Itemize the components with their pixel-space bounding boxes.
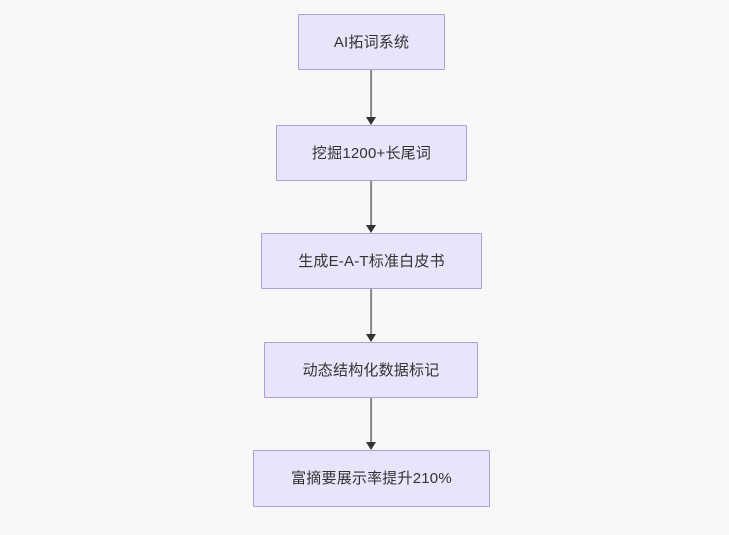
flow-node-5[interactable]: 富摘要展示率提升210% [253, 450, 490, 507]
flow-node-3-label: 生成E-A-T标准白皮书 [298, 252, 445, 270]
flow-node-1-label: AI拓词系统 [333, 33, 410, 51]
flow-edge-4-arrowhead [366, 442, 376, 450]
flow-node-5-label: 富摘要展示率提升210% [291, 470, 452, 487]
flow-node-3[interactable]: 生成E-A-T标准白皮书 [261, 233, 482, 289]
flow-edge-2-line [370, 181, 372, 225]
flow-edge-3-arrowhead [366, 334, 376, 342]
flow-edge-1-arrowhead [366, 117, 376, 125]
flow-edge-1-line [370, 70, 372, 117]
flow-edge-2-arrowhead [366, 225, 376, 233]
flow-node-2[interactable]: 挖掘1200+长尾词 [276, 125, 467, 181]
flow-node-2-label: 挖掘1200+长尾词 [311, 144, 432, 162]
flow-node-4-label: 动态结构化数据标记 [302, 361, 440, 379]
flow-edge-4-line [370, 398, 372, 442]
flow-edge-3-line [370, 289, 372, 334]
flow-node-4[interactable]: 动态结构化数据标记 [264, 342, 478, 398]
flow-node-1[interactable]: AI拓词系统 [298, 14, 445, 70]
